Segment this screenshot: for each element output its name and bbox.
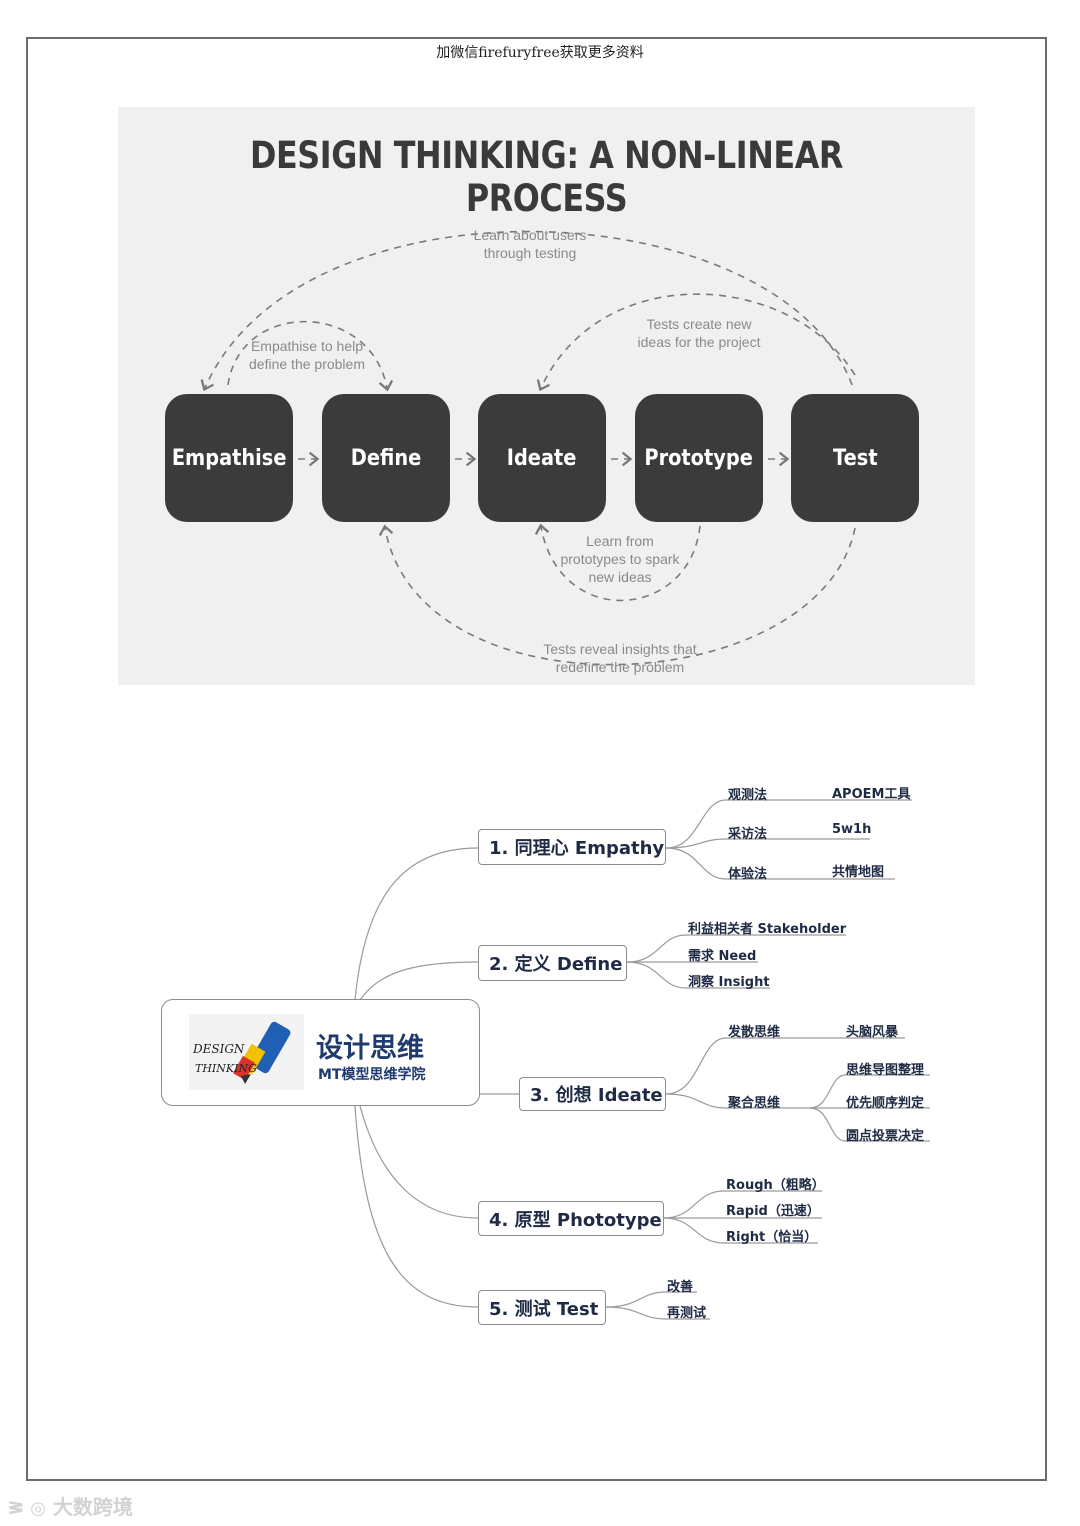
leaf-5w1h: 5w1h	[832, 822, 872, 837]
leaf-brainstorm: 头脑风暴	[846, 1025, 899, 1040]
leaf-stakeholder: 利益相关者 Stakeholder	[688, 922, 847, 937]
leaf-convergent: 聚合思维	[728, 1096, 781, 1111]
leaf-observation: 观测法	[728, 788, 768, 803]
note-tests-create: Tests create new ideas for the project	[637, 316, 761, 350]
mindmap-title: 设计思维	[316, 1033, 424, 1064]
logo-text-thinking: THINKING	[195, 1062, 257, 1075]
leaf-experience: 体验法	[728, 867, 768, 882]
leaf-insight: 洞察 Insight	[688, 975, 770, 990]
branch-test: 5. 测试 Test	[478, 1290, 606, 1325]
branch-empathy: 1. 同理心 Empathy	[478, 829, 666, 865]
stage-define: Define	[322, 394, 450, 522]
mindmap-subtitle: MT模型思维学院	[318, 1067, 426, 1083]
design-thinking-title: DESIGN THINKING: A NON-LINEAR PROCESS	[250, 134, 843, 220]
leaf-right: Right（恰当）	[726, 1230, 818, 1245]
stage-test: Test	[791, 394, 919, 522]
note-tests-reveal: Tests reveal insights that redefine the …	[543, 641, 697, 675]
branch-define: 2. 定义 Define	[478, 945, 627, 981]
leaf-need: 需求 Need	[688, 949, 757, 964]
leaf-apoem: APOEM工具	[832, 787, 911, 802]
stage-ideate: Ideate	[478, 394, 606, 522]
pencil-icon	[232, 1021, 291, 1084]
note-learn-prototypes: Learn from prototypes to spark new ideas	[560, 533, 680, 585]
stage-empathise: Empathise	[165, 394, 293, 522]
design-thinking-logo: DESIGN THINKING	[189, 1014, 304, 1090]
leaf-rough: Rough（粗略）	[726, 1178, 825, 1193]
branch-ideate: 3. 创想 Ideate	[519, 1077, 666, 1111]
logo-text-design: DESIGN	[193, 1042, 245, 1056]
watermark-logo-icon: ᕒ ◎	[8, 1498, 46, 1519]
leaf-divergent: 发散思维	[728, 1025, 781, 1040]
branch-prototype: 4. 原型 Phototype	[478, 1201, 664, 1236]
leaf-dot-vote: 圆点投票决定	[846, 1129, 925, 1144]
leaf-improve: 改善	[667, 1280, 694, 1295]
stage-prototype: Prototype	[635, 394, 763, 522]
leaf-interview: 采访法	[728, 827, 768, 842]
note-learn-users: Learn about users through testing	[473, 227, 587, 261]
watermark-text: 大数跨境	[52, 1495, 133, 1519]
watermark: ᕒ ◎ 大数跨境	[8, 1491, 133, 1520]
leaf-empathy-map: 共情地图	[832, 865, 885, 880]
leaf-retest: 再测试	[667, 1306, 707, 1321]
leaf-priority: 优先顺序判定	[846, 1096, 925, 1111]
header-note: 加微信firefuryfree获取更多资料	[436, 45, 644, 61]
page-frame	[26, 37, 1047, 1481]
leaf-mindmap-organize: 思维导图整理	[846, 1063, 925, 1078]
note-empathise-help: Empathise to help define the problem	[249, 338, 365, 372]
leaf-rapid: Rapid（迅速）	[726, 1204, 820, 1219]
